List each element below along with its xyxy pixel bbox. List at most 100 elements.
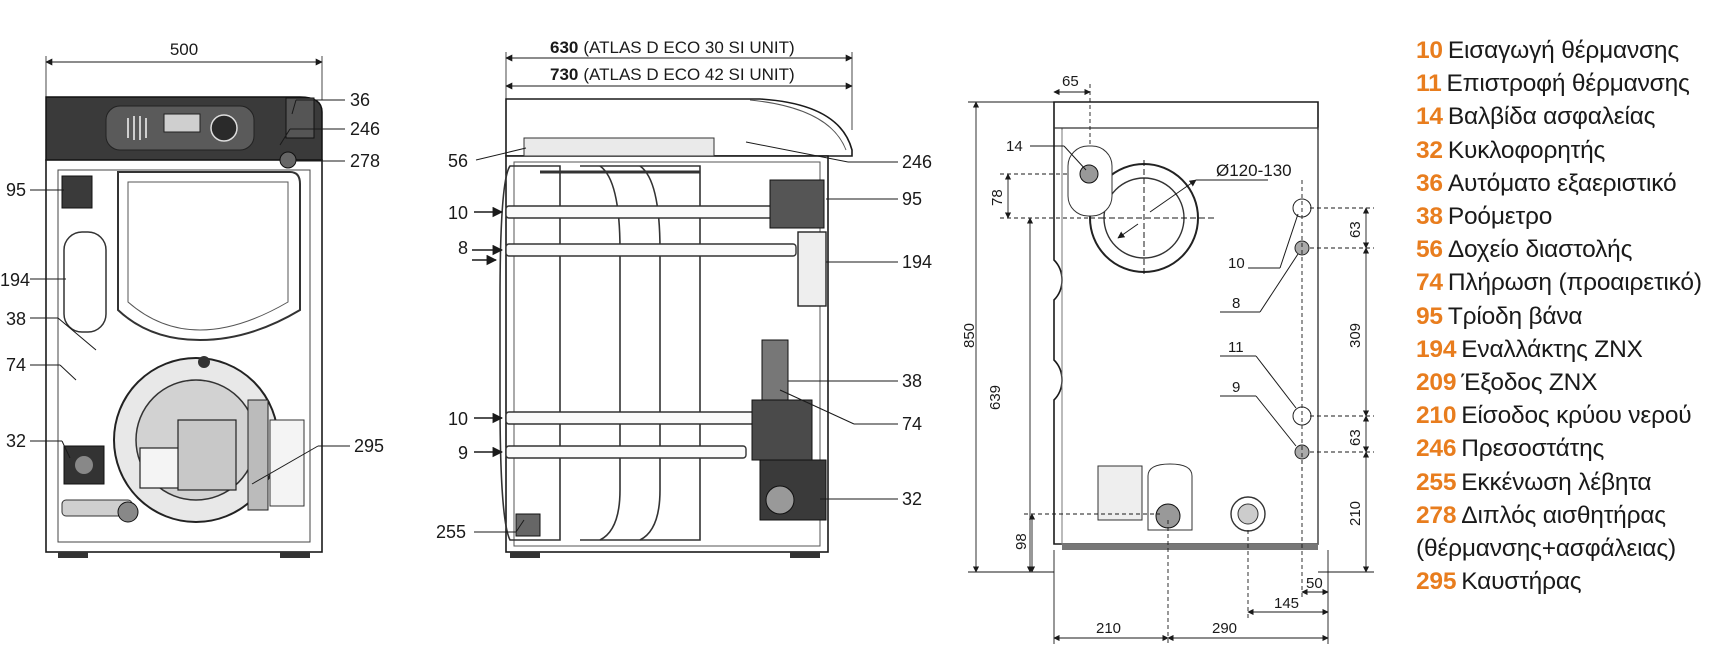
legend-number: 74 [1416,269,1443,297]
front-label-194: 194 [0,270,30,290]
rear-label-8: 8 [1232,295,1240,312]
rear-label-10: 10 [1228,255,1245,272]
svg-text:630(ATLAS D ECO 30 SI UNIT): 630 (ATLAS D ECO 30 SI UNIT) [550,38,795,57]
legend-number: 11 [1416,70,1442,98]
legend-text: Τρίοδη βάνα [1447,302,1583,330]
front-three-way-valve [61,175,93,209]
legend-text: Είσοδος κρύου νερού [1461,402,1692,430]
rear-dim-210-bottom: 210 [1096,620,1121,637]
side-view: 630 (ATLAS D ECO 30 SI UNIT) 730 (ATLAS D … [436,38,932,558]
rear-fitting-11 [1292,406,1312,426]
legend-text: Βαλβίδα ασφαλείας [1447,103,1656,131]
side-label-10-top: 10 [448,203,468,223]
legend-text: Ροόμετρο [1447,203,1553,231]
rear-dim-210-right: 210 [1347,501,1364,526]
rear-dim-309: 309 [1347,323,1364,348]
side-label-8: 8 [458,238,468,258]
legend-text: Πρεσοστάτης [1461,435,1605,463]
legend-number: 36 [1416,169,1443,197]
side-label-95: 95 [902,189,922,209]
legend-text: Επιστροφή θέρμανσης [1446,70,1690,98]
rear-dim-65: 65 [1062,73,1079,90]
front-label-36: 36 [350,90,370,110]
legend-number: 56 [1416,236,1443,264]
side-dhw-exchanger [797,231,827,307]
front-view: 500 [0,40,384,558]
front-control-knob [210,114,238,142]
front-expansion-vessel [63,231,107,333]
rear-fitting-bottom-left [1155,503,1181,529]
legend-text: Αυτόματο εξαεριστικό [1447,169,1677,197]
rear-view: Ø120-130 14 10 8 11 9 [961,73,1374,644]
rear-fitting-9 [1294,444,1310,460]
side-three-way-valve [769,179,825,229]
legend-number: 209 [1416,369,1457,397]
side-dim-730: 730 [550,65,578,84]
rear-dim-145: 145 [1274,595,1299,612]
side-dim-630-text: (ATLAS D ECO 30 SI UNIT) [583,38,794,57]
side-label-56: 56 [448,151,468,171]
legend-number: 278 [1416,501,1457,529]
legend-text: Εκκένωση λέβητα [1461,468,1652,496]
rear-label-9: 9 [1232,379,1240,396]
side-dim-730-text: (ATLAS D ECO 42 SI UNIT) [583,65,794,84]
front-burner [177,419,237,491]
legend-item: (θέρμανσης+ασφάλειας) [1416,532,1726,565]
legend-number: 32 [1416,136,1443,164]
legend-text: Εισαγωγή θέρμανσης [1447,37,1679,64]
legend-text: Διπλός αισθητήρας [1461,501,1666,529]
legend-text: Έξοδος ZNX [1461,369,1598,397]
side-label-246: 246 [902,152,932,172]
rear-dim-639: 639 [987,385,1004,410]
side-label-74: 74 [902,414,922,434]
front-label-32: 32 [6,431,26,451]
side-flow-meter [761,339,789,401]
side-label-9: 9 [458,443,468,463]
legend-number: 14 [1416,103,1443,131]
rear-dim-63-top: 63 [1347,221,1364,238]
rear-dim-78: 78 [989,189,1006,206]
legend-number: 95 [1416,302,1443,330]
rear-flue-diameter-label: Ø120-130 [1216,161,1292,180]
rear-label-14: 14 [1006,138,1023,155]
legend-number: 295 [1416,568,1457,596]
side-label-255: 255 [436,522,466,542]
legend-number: 10 [1416,37,1443,64]
rear-fitting-8 [1294,240,1310,256]
legend-text: Καυστήρας [1461,568,1582,596]
side-dim-630: 630 [550,38,578,57]
front-label-278: 278 [350,151,380,171]
side-drain-valve [515,513,541,537]
side-expansion-vessel [523,137,715,157]
front-label-95: 95 [6,180,26,200]
front-width-label: 500 [170,40,198,59]
legend-text: Δοχείο διαστολής [1447,236,1633,264]
rear-dim-50: 50 [1306,575,1323,592]
front-label-38: 38 [6,309,26,329]
rear-dim-290: 290 [1212,620,1237,637]
front-air-vent [285,97,315,139]
legend-number: 246 [1416,435,1457,463]
legend-text: Κυκλοφορητής [1447,136,1606,164]
side-label-32: 32 [902,489,922,509]
front-label-295: 295 [354,436,384,456]
legend-number: 38 [1416,203,1443,231]
svg-text:730(ATLAS D ECO 42 SI UNIT): 730 (ATLAS D ECO 42 SI UNIT) [550,65,795,84]
rear-dim-850: 850 [961,323,978,348]
side-label-38: 38 [902,371,922,391]
